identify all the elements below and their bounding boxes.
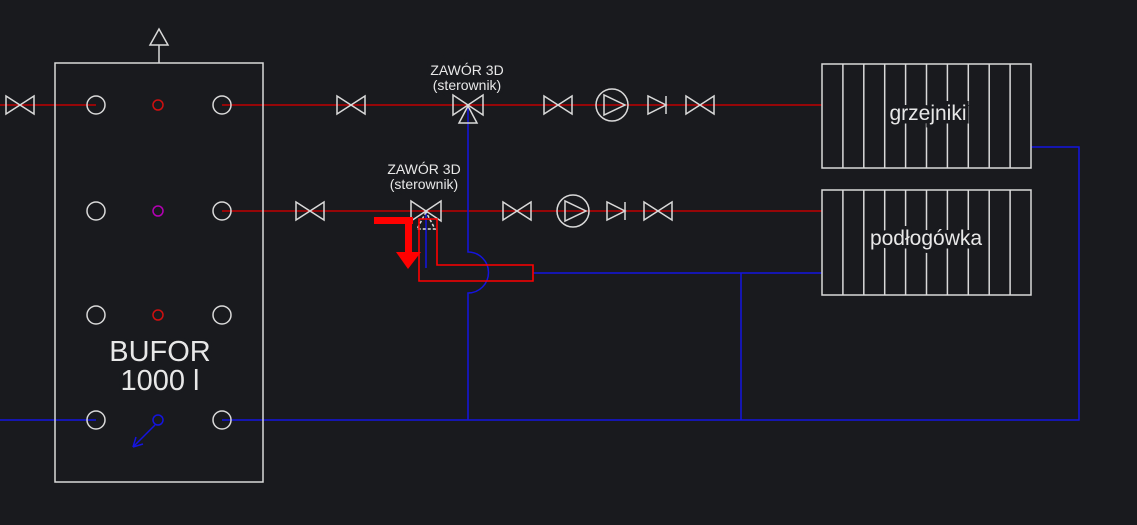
buffer-tank-body[interactable]	[54, 62, 264, 483]
label-valve3d-2-line2: (sterownik)	[390, 176, 458, 192]
three-way-valve-radiators[interactable]	[452, 93, 484, 124]
tank-port[interactable]	[212, 95, 232, 115]
annotation-hatch-pipe[interactable]	[418, 218, 534, 282]
label-tank-line1: BUFOR	[109, 336, 211, 368]
return-pipe-valve1-drop[interactable]	[467, 107, 490, 420]
buffer-tank[interactable]	[54, 27, 264, 483]
label-tank-line2: 1000 l	[120, 365, 199, 397]
floor-heating-box[interactable]	[821, 189, 1032, 296]
tank-port[interactable]	[212, 410, 232, 430]
sensor-marker-bottom[interactable]	[152, 414, 164, 426]
label-valve3d-2-line1: ZAWÓR 3D	[387, 161, 460, 177]
annotation-arrow[interactable]	[374, 217, 421, 269]
return-pipe-floor-heating[interactable]	[533, 272, 822, 420]
radiators-box[interactable]	[821, 63, 1032, 169]
tank-port[interactable]	[212, 201, 232, 221]
label-valve3d-1-line1: ZAWÓR 3D	[430, 62, 503, 78]
three-way-valve-floor[interactable]	[410, 199, 442, 230]
sensor-marker-top[interactable]	[152, 99, 164, 111]
label-floor-heating: podłogówka	[870, 227, 982, 250]
tank-port[interactable]	[86, 95, 106, 115]
return-pipe-radiators[interactable]	[0, 146, 1080, 421]
sensor-marker-middle[interactable]	[152, 205, 164, 217]
leader-arrow-blue[interactable]	[132, 424, 156, 448]
tank-port[interactable]	[212, 305, 232, 325]
label-valve3d-1-line2: (sterownik)	[433, 77, 501, 93]
sensor-marker-lower[interactable]	[152, 309, 164, 321]
vent-symbol[interactable]	[148, 27, 170, 63]
tank-port[interactable]	[86, 410, 106, 430]
tank-port[interactable]	[86, 305, 106, 325]
label-radiators: grzejniki	[889, 102, 966, 125]
tank-port[interactable]	[86, 201, 106, 221]
